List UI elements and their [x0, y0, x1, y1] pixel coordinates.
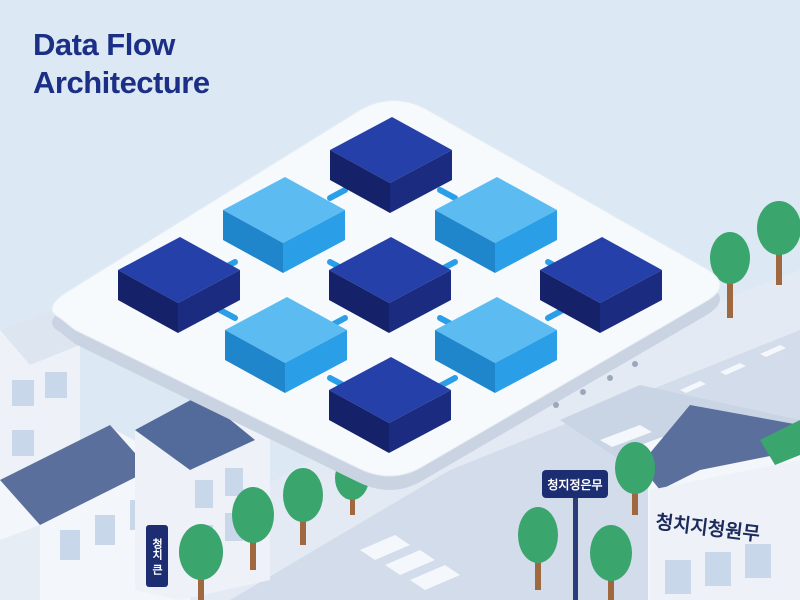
- tree: [590, 525, 632, 600]
- tree: [757, 201, 800, 285]
- right-building: [640, 405, 800, 600]
- node: [435, 297, 557, 393]
- node: [330, 117, 452, 213]
- street-sign: 청지정은무: [542, 470, 608, 600]
- node: [225, 297, 347, 393]
- node: [329, 357, 451, 453]
- right-green-roof: [760, 420, 800, 465]
- title-line-2: Architecture: [33, 65, 210, 100]
- node: [435, 177, 557, 273]
- vertical-sign: 청치 큰: [146, 525, 168, 587]
- tree: [283, 468, 323, 545]
- node: [540, 237, 662, 333]
- diagram-title: Data Flow Architecture: [33, 26, 210, 102]
- title-line-1: Data Flow: [33, 27, 175, 62]
- vertical-sign-text: 청치 큰: [151, 537, 164, 575]
- tree: [518, 507, 558, 590]
- node: [223, 177, 345, 273]
- middle-building: [135, 395, 270, 600]
- node: [329, 237, 451, 333]
- tree: [179, 524, 223, 600]
- node: [118, 237, 240, 333]
- tree: [615, 442, 655, 515]
- trees: [179, 201, 800, 600]
- tree: [232, 487, 274, 570]
- tree: [710, 232, 750, 318]
- street-sign-text: 청지정은무: [547, 477, 602, 492]
